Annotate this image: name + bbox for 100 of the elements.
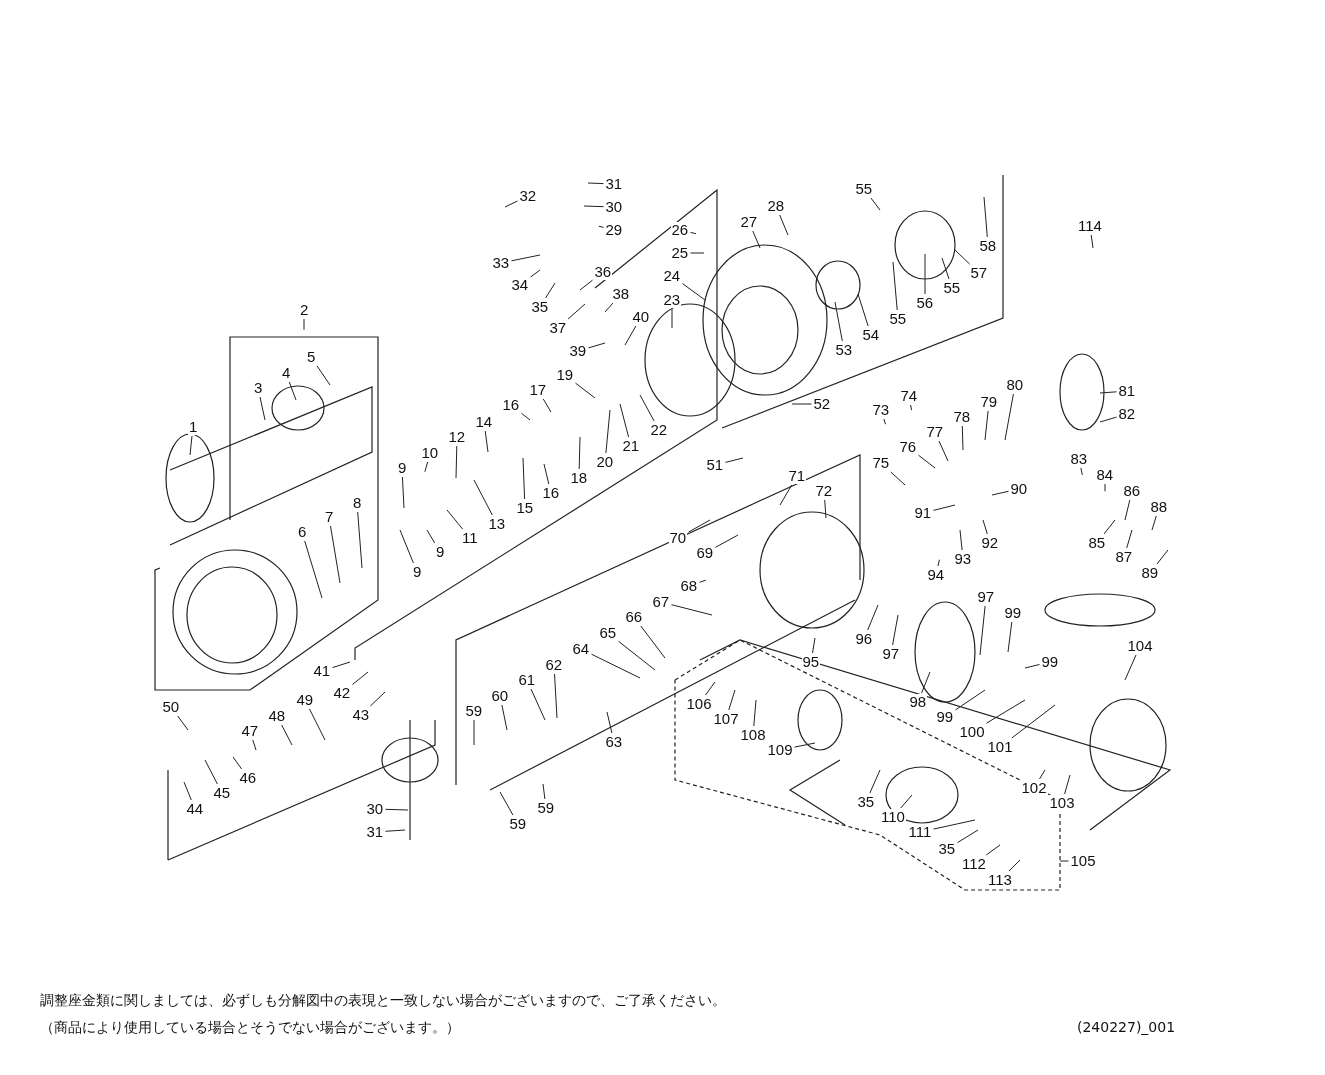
callout-number: 37 bbox=[548, 320, 568, 336]
leader-line bbox=[530, 688, 546, 721]
leader-line bbox=[1011, 704, 1056, 739]
callout-number: 16 bbox=[541, 485, 561, 501]
leader-line bbox=[941, 257, 950, 280]
leader-line bbox=[752, 230, 761, 249]
callout-number: 69 bbox=[695, 545, 715, 561]
callout-number: 6 bbox=[297, 524, 308, 540]
leader-line bbox=[983, 196, 988, 238]
callout-number: 9 bbox=[397, 460, 408, 476]
leader-line bbox=[1004, 393, 1014, 441]
callout-number: 9 bbox=[435, 544, 446, 560]
callout-number: 3 bbox=[253, 380, 264, 396]
leader-line bbox=[1039, 769, 1046, 780]
leader-line bbox=[401, 476, 405, 509]
callout-number: 104 bbox=[1126, 638, 1154, 654]
callout-number: 35 bbox=[530, 299, 550, 315]
callout-number: 52 bbox=[812, 396, 832, 412]
callout-number: 106 bbox=[685, 696, 713, 712]
leader-line bbox=[725, 457, 744, 463]
callout-number: 114 bbox=[1077, 218, 1103, 234]
callout-number: 29 bbox=[604, 222, 624, 238]
leader-line bbox=[834, 301, 843, 342]
callout-number: 59 bbox=[464, 703, 484, 719]
callout-number: 23 bbox=[662, 292, 682, 308]
callout-number: 68 bbox=[679, 578, 699, 594]
leader-line bbox=[639, 394, 655, 422]
callout-number: 90 bbox=[1009, 481, 1029, 497]
callout-number: 13 bbox=[487, 516, 507, 532]
leader-line bbox=[955, 689, 986, 711]
leader-line bbox=[618, 640, 656, 671]
callout-number: 55 bbox=[854, 181, 874, 197]
leader-line bbox=[985, 844, 1001, 856]
callout-number: 73 bbox=[871, 402, 891, 418]
callout-number: 35 bbox=[856, 794, 876, 810]
leader-line bbox=[604, 302, 614, 313]
leader-line bbox=[954, 249, 971, 265]
callout-number: 51 bbox=[705, 457, 725, 473]
callout-number: 21 bbox=[621, 438, 641, 454]
leader-line bbox=[961, 425, 964, 451]
leader-line bbox=[918, 454, 936, 469]
callout-number: 16 bbox=[501, 397, 521, 413]
leader-line bbox=[606, 711, 613, 734]
leader-line bbox=[794, 742, 816, 748]
leader-line bbox=[424, 461, 429, 473]
callout-number: 59 bbox=[508, 816, 528, 832]
leader-line bbox=[959, 529, 963, 551]
leader-line bbox=[671, 604, 713, 616]
callout-number: 54 bbox=[861, 327, 881, 343]
callout-number: 79 bbox=[979, 394, 999, 410]
leader-line bbox=[511, 254, 541, 262]
leader-line bbox=[900, 794, 913, 809]
callout-number: 105 bbox=[1069, 853, 1097, 869]
callout-number: 39 bbox=[568, 343, 588, 359]
callout-number: 87 bbox=[1114, 549, 1134, 565]
callout-number: 48 bbox=[267, 708, 287, 724]
callout-number: 33 bbox=[491, 255, 511, 271]
leader-line bbox=[554, 673, 558, 719]
leader-line bbox=[938, 440, 949, 462]
callout-number: 18 bbox=[569, 470, 589, 486]
leader-line bbox=[921, 671, 931, 694]
callout-number: 35 bbox=[937, 841, 957, 857]
leader-line bbox=[399, 529, 414, 564]
leader-line bbox=[499, 791, 514, 816]
callout-number: 66 bbox=[624, 609, 644, 625]
callout-number: 67 bbox=[651, 594, 671, 610]
callout-number: 59 bbox=[536, 800, 556, 816]
callout-number: 86 bbox=[1122, 483, 1142, 499]
callout-number: 15 bbox=[515, 500, 535, 516]
leader-line bbox=[869, 769, 881, 794]
leader-line bbox=[779, 214, 789, 236]
leader-line bbox=[583, 205, 604, 208]
leader-line bbox=[501, 704, 508, 731]
leader-line bbox=[624, 325, 637, 346]
leader-line bbox=[933, 819, 976, 830]
callout-number: 8 bbox=[352, 495, 363, 511]
leader-line bbox=[232, 756, 243, 770]
leader-line bbox=[575, 382, 596, 399]
leader-line bbox=[728, 689, 736, 711]
leader-line bbox=[1099, 391, 1117, 394]
leader-line bbox=[699, 579, 707, 583]
leader-line bbox=[890, 471, 906, 486]
leader-line bbox=[1124, 499, 1131, 521]
callout-number: 14 bbox=[474, 414, 494, 430]
leader-line bbox=[986, 699, 1026, 724]
leader-line bbox=[281, 724, 293, 746]
leader-line bbox=[991, 490, 1009, 496]
leader-line bbox=[1126, 529, 1133, 549]
callout-number: 42 bbox=[332, 685, 352, 701]
callout-number: 31 bbox=[365, 824, 385, 840]
callout-number: 101 bbox=[986, 739, 1014, 755]
leader-line bbox=[883, 418, 886, 425]
callout-number: 34 bbox=[510, 277, 530, 293]
callout-number: 30 bbox=[604, 199, 624, 215]
callout-number: 38 bbox=[611, 286, 631, 302]
callout-number: 94 bbox=[926, 567, 946, 583]
leader-line bbox=[189, 435, 193, 456]
callout-number: 17 bbox=[528, 382, 548, 398]
callout-number: 64 bbox=[571, 641, 591, 657]
callout-number: 83 bbox=[1069, 451, 1089, 467]
